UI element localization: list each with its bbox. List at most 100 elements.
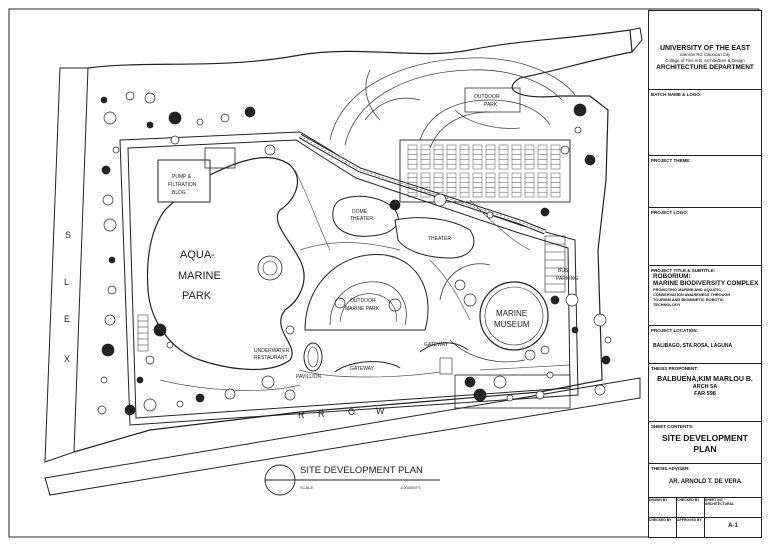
tree-symbol — [143, 398, 157, 412]
proponent-section-code: ARCH 5A — [692, 384, 718, 390]
circular-plaza — [257, 255, 283, 281]
tree-symbol — [560, 145, 570, 155]
dome-theater — [332, 195, 399, 237]
tree-symbol — [196, 118, 204, 126]
tree-symbol — [101, 165, 111, 175]
project-title-section: PROJECT TITLE & SUBTITLE: ROBORIUM: MARI… — [649, 265, 761, 325]
tree-symbol — [145, 355, 155, 365]
tree-symbol — [464, 376, 476, 388]
tree-symbol — [573, 103, 587, 117]
tree-symbol — [112, 146, 120, 154]
parking-stall — [550, 144, 561, 170]
parking-stall — [485, 144, 496, 170]
tree-symbol — [261, 375, 275, 389]
parking-stall — [485, 172, 496, 198]
parking-stall — [472, 172, 483, 198]
parking-stall — [537, 172, 548, 198]
outdoor-park-paths — [329, 57, 576, 149]
outdoor-marine-park-label: OUTDOOR — [350, 298, 376, 304]
landscape-trees — [97, 91, 612, 416]
parking-stall — [433, 144, 444, 170]
outdoor-park-label: OUTDOOR — [474, 94, 500, 100]
tree-symbol — [546, 371, 554, 379]
parking-stall — [407, 144, 418, 170]
tree-symbol — [584, 154, 596, 166]
parking-stall — [524, 172, 535, 198]
tree-symbol — [264, 144, 276, 156]
pavilion-label: PAVILLION — [296, 374, 321, 380]
proponent-name: BALBUENA,KIM MARLOU B. — [657, 376, 753, 383]
tree-symbol — [433, 193, 447, 207]
adviser-section: THESIS ADVISER: AR. ARNOLD T. DE VERA — [649, 463, 761, 497]
plan-label: O — [348, 407, 355, 417]
plan-label: R — [298, 410, 305, 420]
project-title: ROBORIUM: — [653, 273, 691, 280]
rrow-road — [44, 377, 641, 496]
dome-theater-label: DOME — [352, 209, 368, 215]
university-address: Samson Rd. Caloocan City — [679, 52, 731, 57]
marine-museum-label: MARINE MUSEUM — [494, 309, 530, 329]
tree-symbol — [146, 121, 154, 129]
outdoor-park-pavilion — [464, 87, 521, 113]
scale-value: 1:2000MTS — [400, 485, 421, 490]
tree-symbol — [124, 404, 136, 416]
project-description: TOURISM AND BIOMIMETIC ROBOTIC — [653, 297, 724, 302]
pump-filtration-building — [157, 159, 211, 203]
gateway-left — [334, 361, 401, 373]
bus-parking-label: PARKING — [556, 276, 578, 282]
parking-stall — [446, 144, 457, 170]
site-boundary — [73, 29, 633, 453]
tree-symbol — [102, 194, 114, 206]
slex-letter: X — [64, 354, 70, 364]
pump-building-label: PUMP & — [172, 174, 192, 180]
tree-symbol — [144, 92, 156, 104]
parking-stall — [459, 172, 470, 198]
parking-stalls — [407, 144, 561, 198]
parking-stall — [511, 172, 522, 198]
gateway-right — [419, 342, 469, 353]
theme-section: PROJECT THEME: — [649, 155, 761, 207]
parking-stall — [407, 172, 418, 198]
adviser-name: AR. ARNOLD T. DE VERA — [668, 479, 742, 485]
tree-symbol — [103, 218, 117, 232]
parking-stall — [498, 172, 509, 198]
proponent-label: THESIS PROPONENT: — [651, 366, 699, 371]
project-description: PROMOTING MARINE AND AQUATIC — [653, 287, 722, 292]
parking-lot — [399, 139, 571, 203]
tree-symbol — [104, 314, 116, 326]
tree-symbol — [97, 405, 107, 415]
project-description: CONSERVATION AWARENESS THROUGH — [653, 292, 731, 297]
plan-label: AQUA- — [180, 249, 215, 261]
tree-symbol — [284, 389, 296, 401]
walkways — [159, 169, 571, 391]
underwater-restaurant-label: RESTAURANT — [254, 355, 288, 361]
tree-symbol — [285, 325, 295, 335]
aqua-marine-park — [146, 157, 305, 370]
logo-label: PROJECT LOGO: — [651, 210, 689, 215]
sheet-code: A-1 — [728, 523, 738, 529]
proponent-course: FAR 598 — [694, 391, 716, 397]
tree-symbol — [220, 113, 230, 123]
tree-symbol — [574, 126, 582, 134]
drawing-title: SITE DEVELOPMENT PLAN — [300, 465, 423, 476]
parking-stall — [446, 172, 457, 198]
tree-symbol — [473, 388, 487, 402]
underwater-restaurant-label: UNDERWATER — [254, 348, 290, 354]
plan-label: MARINE — [178, 270, 221, 282]
approval-row: CHECKED BY APPROVED BY A-1 — [649, 517, 761, 537]
approved-by-cell: APPROVED BY — [677, 518, 705, 537]
tree-symbol — [170, 135, 180, 145]
tree-symbol — [540, 207, 550, 217]
proponent-section: THESIS PROPONENT: BALBUENA,KIM MARLOU B.… — [649, 363, 761, 421]
checked-by-cell: CHECKED BY — [677, 498, 705, 517]
university-header: UNIVERSITY OF THE EAST Samson Rd. Calooc… — [649, 11, 761, 89]
tree-symbol — [604, 336, 612, 344]
tree-symbol — [153, 323, 167, 337]
tree-symbol — [389, 199, 401, 211]
outdoor-marine-park-label: MARINE PARK — [345, 306, 380, 312]
drawn-by-row: DRAWN BY CHECKED BY SHEET NO. ARCHITECTU… — [649, 497, 761, 517]
tree-symbol — [601, 355, 611, 365]
tree-symbol — [571, 326, 579, 334]
